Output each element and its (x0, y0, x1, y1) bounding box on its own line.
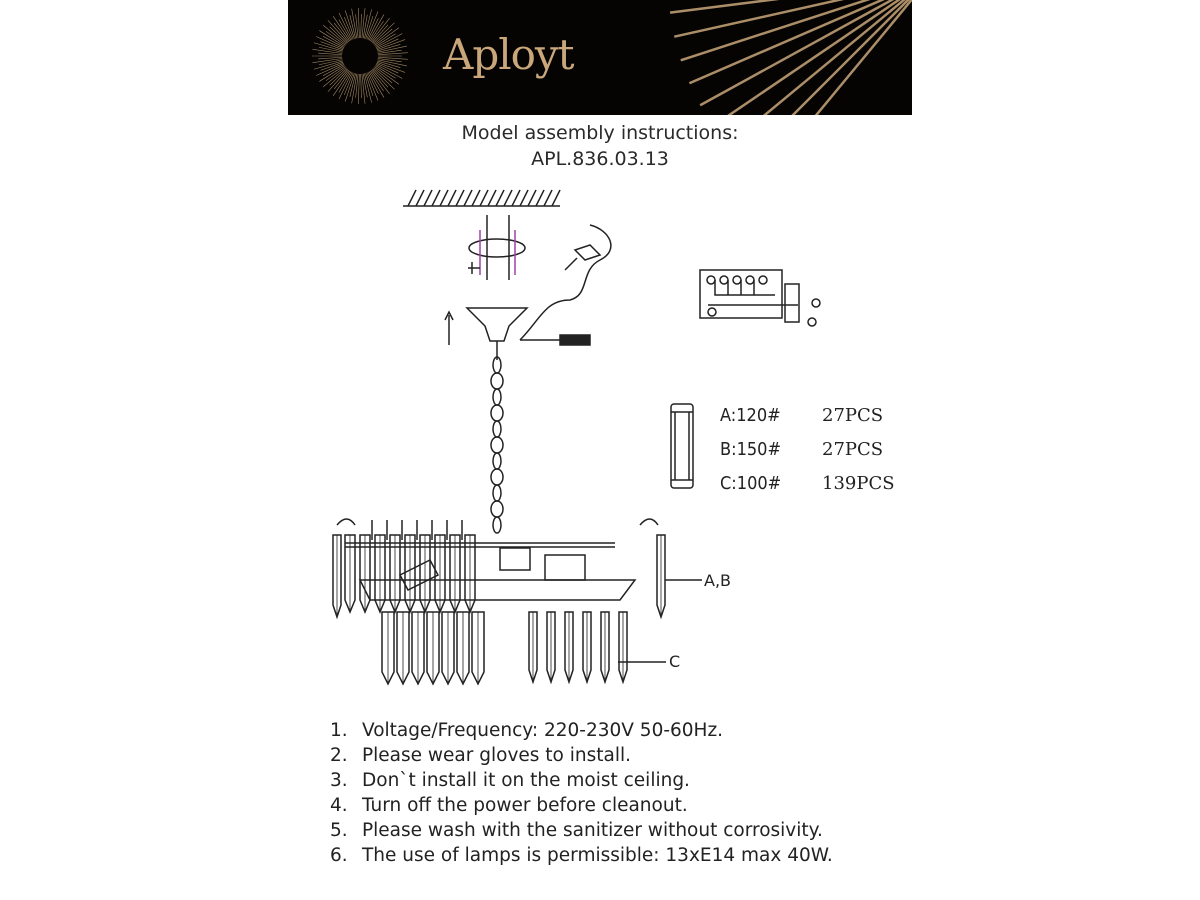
note-number: 2. (330, 745, 348, 766)
wiring-diagram (699, 269, 821, 327)
note-item: 4. Turn off the power before cleanout. (330, 793, 833, 818)
wire-and-connector (519, 224, 612, 341)
note-item: 3. Don`t install it on the moist ceiling. (330, 768, 833, 793)
document-title: Model assembly instructions: (461, 122, 739, 144)
chain (490, 356, 504, 534)
part-code: A:120# (720, 404, 781, 426)
part-code: B:150# (720, 438, 782, 460)
note-text: The use of lamps is permissible: 13xE14 … (362, 845, 833, 866)
crystal-pendant-icon (670, 403, 694, 489)
note-number: 1. (330, 720, 348, 741)
ray (814, 0, 912, 115)
note-item: 1. Voltage/Frequency: 220-230V 50-60Hz. (330, 718, 833, 743)
part-qty: 27PCS (822, 404, 884, 426)
arrowhead (444, 310, 454, 321)
note-number: 4. (330, 795, 348, 816)
ray (791, 0, 910, 115)
note-item: 5. Please wash with the sanitizer without… (330, 818, 833, 843)
note-number: 3. (330, 770, 348, 791)
callout-lines (618, 579, 702, 663)
note-item: 2. Please wear gloves to install. (330, 743, 833, 768)
notes-list: 1. Voltage/Frequency: 220-230V 50-60Hz. 2… (330, 718, 833, 868)
callout-c: C (669, 652, 681, 671)
ray (673, 0, 845, 38)
ray (669, 0, 780, 14)
note-text: Voltage/Frequency: 220-230V 50-60Hz. (362, 720, 724, 741)
note-text: Turn off the power before cleanout. (362, 795, 688, 816)
ray (727, 0, 901, 115)
brand-banner: Aployt (288, 0, 912, 115)
note-number: 5. (330, 820, 348, 841)
note-text: Please wash with the sanitizer without c… (362, 820, 823, 841)
note-text: Don`t install it on the moist ceiling. (362, 770, 690, 791)
note-text: Please wear gloves to install. (362, 745, 632, 766)
ray (699, 0, 895, 107)
note-number: 6. (330, 845, 348, 866)
ray (680, 0, 871, 62)
ceiling-plate (468, 215, 526, 280)
ray (762, 0, 906, 115)
part-code: C:100# (720, 472, 782, 494)
model-number: APL.836.03.13 (531, 148, 669, 170)
sunburst-logo-icon (312, 0, 912, 115)
note-item: 6. The use of lamps is permissible: 13xE1… (330, 843, 833, 868)
brand-name: Aployt (443, 30, 575, 79)
part-qty: 139PCS (822, 472, 895, 494)
ray (688, 0, 885, 85)
crystal-drops (332, 520, 666, 686)
canopy (465, 307, 529, 360)
part-row: A:120# 27PCS (720, 398, 895, 432)
part-row: B:150# 27PCS (720, 432, 895, 466)
parts-list: A:120# 27PCS B:150# 27PCS C:100# 139PCS (720, 398, 895, 500)
ceiling-hatch (403, 189, 561, 207)
part-qty: 27PCS (822, 438, 884, 460)
callout-ab: A,B (704, 571, 732, 590)
screwdriver-icon (520, 334, 591, 346)
part-row: C:100# 139PCS (720, 466, 895, 500)
